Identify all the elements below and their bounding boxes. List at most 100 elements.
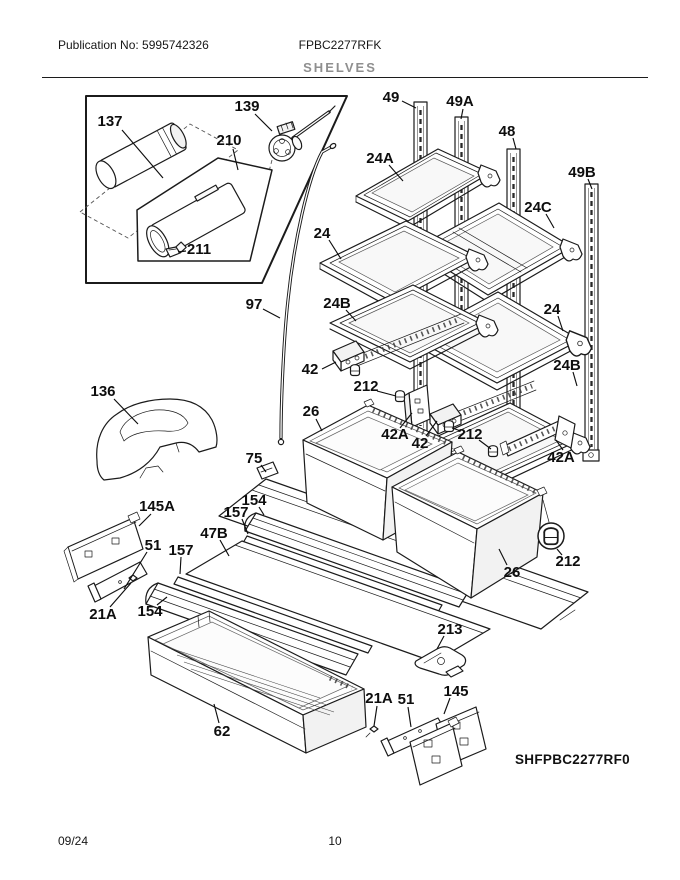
shelf-24C	[413, 202, 583, 303]
callout-label-24B: 24B	[553, 357, 581, 374]
callout-leader-210	[232, 148, 239, 171]
plates-145	[409, 706, 487, 786]
part-211-clip	[165, 246, 181, 258]
rail-51-left	[87, 561, 148, 603]
callout-leader-24C	[545, 213, 555, 229]
pan-62	[147, 610, 367, 754]
callout-leader-24	[328, 239, 342, 260]
callout-leader-154	[156, 596, 168, 606]
callout-leader-42A	[555, 439, 564, 451]
callout-label-42A: 42A	[547, 449, 575, 466]
screw-21A-bottom	[365, 725, 379, 738]
part-139-motor	[268, 105, 336, 162]
screw-21A-left	[128, 574, 138, 582]
bracket-213	[414, 646, 467, 678]
callout-label-145A: 145A	[139, 498, 175, 515]
callout-leader-49B	[587, 178, 593, 190]
drawer-26-right	[391, 445, 548, 599]
callout-leader-24	[557, 315, 564, 332]
shelf-24B-left	[329, 284, 499, 370]
callout-leader-26	[315, 418, 323, 432]
callout-leader-51	[407, 706, 412, 728]
callout-label-136: 136	[90, 383, 115, 400]
callout-label-212: 212	[457, 426, 482, 443]
callout-leader-139	[254, 113, 273, 132]
callout-leader-212	[478, 439, 492, 450]
callout-leader-24B	[572, 371, 578, 387]
callout-label-24: 24	[314, 225, 331, 242]
model-number: FPBC2277RFK	[298, 38, 382, 52]
callout-leader-157	[241, 518, 249, 535]
callout-label-157: 157	[223, 504, 248, 521]
callout-label-47B: 47B	[200, 525, 228, 542]
detail-circle-212	[537, 499, 565, 550]
callout-leader-62	[213, 703, 220, 724]
callout-leader-21A	[109, 582, 132, 608]
diagram-code: SHFPBC2277RF0	[515, 752, 630, 767]
callout-leader-49A	[460, 108, 464, 120]
callout-label-211: 211	[187, 241, 211, 258]
callout-leader-154	[258, 506, 265, 516]
callout-label-210: 210	[216, 132, 241, 149]
callout-label-24C: 24C	[524, 199, 552, 216]
callout-leader-24A	[388, 164, 404, 182]
callout-label-154: 154	[241, 492, 267, 509]
callout-leader-51	[123, 551, 148, 590]
callout-label-49B: 49B	[568, 164, 596, 181]
callout-leader-97	[262, 308, 281, 319]
callout-label-62: 62	[214, 723, 231, 740]
callout-label-42: 42	[412, 435, 429, 452]
shelf-24-left	[319, 220, 489, 310]
callout-label-139: 139	[234, 98, 259, 115]
trim-157-lower	[173, 576, 373, 654]
callout-label-75: 75	[246, 450, 263, 467]
callout-label-97: 97	[246, 296, 263, 313]
publication-number: Publication No: 5995742326	[58, 38, 209, 52]
callout-leader-24B	[345, 309, 357, 322]
callout-label-137: 137	[97, 113, 122, 130]
callout-leader-212	[556, 548, 563, 556]
callout-label-21A: 21A	[89, 606, 117, 623]
callout-leader-212	[376, 390, 397, 397]
rail-154-upper	[244, 512, 471, 608]
callout-leader-75	[260, 464, 267, 473]
rail-42A-right	[499, 415, 576, 457]
callout-label-213: 213	[437, 621, 462, 638]
callout-leader-42A	[399, 412, 413, 429]
part-137-water-filter	[95, 122, 187, 190]
callout-label-26: 26	[303, 403, 320, 420]
callout-label-212: 212	[353, 378, 378, 395]
callout-leader-26	[498, 548, 508, 566]
shelf-24-right	[412, 291, 593, 430]
callout-label-21A: 21A	[365, 690, 393, 707]
callout-label-42A: 42A	[381, 426, 409, 443]
part-97-water-tube	[277, 142, 337, 446]
callout-leader-42	[425, 420, 438, 437]
callout-leader-213	[436, 635, 445, 650]
part-136-handle	[96, 398, 218, 481]
callout-leader-212	[451, 427, 462, 432]
plate-145A	[63, 511, 144, 583]
callout-label-24: 24	[544, 301, 561, 318]
callout-leader-42	[321, 361, 337, 370]
callout-label-154: 154	[137, 603, 163, 620]
callout-leader-49	[401, 100, 417, 109]
callout-leader-136	[113, 398, 139, 425]
callout-leader-145A	[138, 513, 152, 527]
callout-label-24B: 24B	[323, 295, 351, 312]
header-rule	[42, 77, 648, 78]
callout-label-51: 51	[398, 691, 415, 708]
shelf-24A	[355, 148, 501, 229]
section-title: SHELVES	[303, 60, 377, 75]
callout-leader-48	[512, 137, 517, 150]
clips-212	[349, 364, 499, 458]
callout-leader-47B	[219, 539, 230, 557]
callout-label-24A: 24A	[366, 150, 394, 167]
callout-leader-21A	[373, 705, 378, 727]
bracket-42-first	[332, 340, 365, 372]
plate-42A-left	[403, 384, 431, 431]
callout-label-42: 42	[302, 361, 319, 378]
